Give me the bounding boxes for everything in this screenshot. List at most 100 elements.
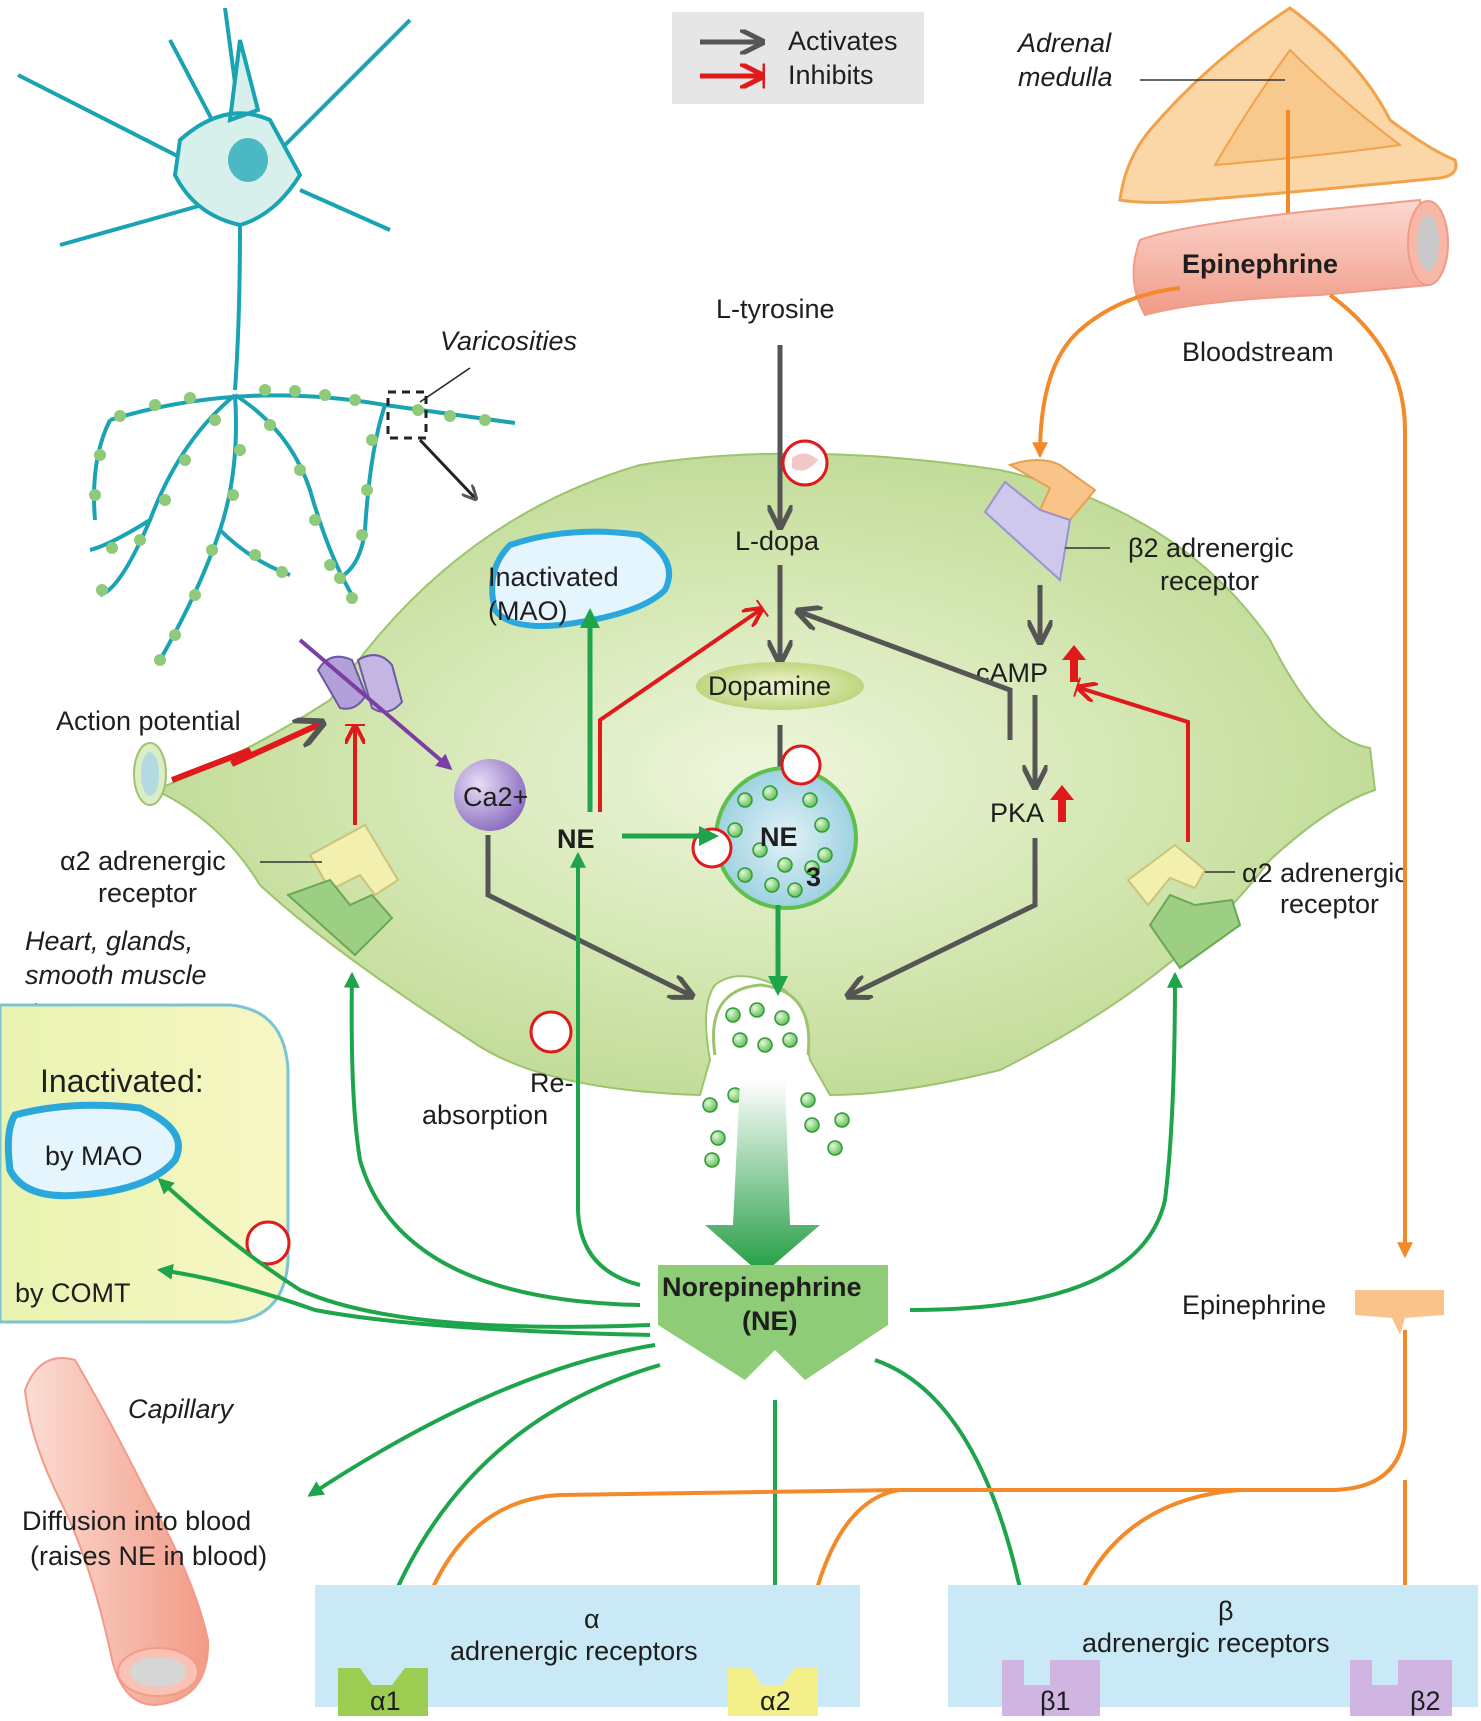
epi-main-distribution-line bbox=[900, 1330, 1407, 1492]
alpha-receptor-box: α adrenergic receptors α1 α2 bbox=[315, 1585, 860, 1716]
vesicle-number-label: 3 bbox=[806, 862, 821, 892]
release-arrow bbox=[705, 1080, 820, 1275]
adrenal-medulla-inner bbox=[1213, 48, 1403, 167]
calcium-influx-arrow bbox=[298, 638, 453, 771]
alpha2-right-lower bbox=[1148, 893, 1242, 970]
action-potential-arrow bbox=[170, 724, 320, 783]
adrenal-label-line2: medulla bbox=[1018, 62, 1113, 92]
alpha2-right-label-line2: receptor bbox=[1280, 889, 1379, 919]
alpha-box-label-line2: adrenergic receptors bbox=[450, 1636, 698, 1666]
neuron-cell-body bbox=[172, 39, 303, 228]
epinephrine-receptor-right: Epinephrine bbox=[1182, 1290, 1444, 1335]
ne-vesicle-label: NE bbox=[760, 822, 798, 852]
ne-to-comt-arrow bbox=[156, 1263, 651, 1337]
norepinephrine-label-line1: Norepinephrine bbox=[662, 1272, 862, 1302]
calcium-label: Ca2+ bbox=[463, 782, 528, 812]
by-comt-label: by COMT bbox=[15, 1278, 131, 1308]
alpha2-left-lower bbox=[286, 878, 394, 957]
alpha2-left-label-line2: receptor bbox=[98, 878, 197, 908]
neuron-dendrites bbox=[17, 7, 412, 247]
effector-mitochondrion bbox=[4, 1101, 182, 1200]
alpha2-presynaptic-receptor-left: α2 adrenergic receptor bbox=[60, 728, 400, 957]
beta2-receptor-body bbox=[983, 480, 1072, 582]
diffusion-label-line2: (raises NE in blood) bbox=[30, 1541, 267, 1571]
bloodstream-vessel: Epinephrine Bloodstream bbox=[1132, 198, 1449, 367]
blood-vessel-lumen bbox=[1417, 215, 1439, 271]
action-potential-label: Action potential bbox=[56, 706, 241, 736]
mitochondrion-shape bbox=[489, 528, 672, 629]
vesicle: NE 3 bbox=[691, 744, 858, 910]
dopamine-oval bbox=[696, 662, 864, 710]
alpha2-receptor-icon bbox=[728, 1668, 818, 1716]
released-ne-granules bbox=[702, 1002, 850, 1168]
l-tyrosine-label: L-tyrosine bbox=[716, 294, 835, 324]
reuptake-inhibitor-icon bbox=[529, 1010, 573, 1054]
bloodstream-label: Bloodstream bbox=[1182, 337, 1334, 367]
inactivated-mao-line2: (MAO) bbox=[488, 596, 567, 626]
epi-blood-descending-arrow bbox=[1328, 293, 1413, 1259]
adrenal-medulla: Adrenal medulla bbox=[1016, 6, 1458, 239]
ne-to-alpha1-arrow bbox=[389, 1363, 661, 1603]
inhibitor-icon bbox=[781, 439, 829, 487]
legend-inhibits-label: Inhibits bbox=[788, 60, 874, 90]
varicosities-label: Varicosities bbox=[440, 326, 577, 356]
by-mao-label: by MAO bbox=[45, 1141, 143, 1171]
capillary: Capillary bbox=[23, 1357, 235, 1707]
ne-reabsorption-arrow bbox=[570, 851, 641, 1287]
beta2-receptor-label-line2: receptor bbox=[1160, 566, 1259, 596]
epinephrine-right-label: Epinephrine bbox=[1182, 1290, 1326, 1320]
norepinephrine-label-line2: (NE) bbox=[742, 1306, 798, 1336]
alpha1-receptor-icon bbox=[338, 1668, 428, 1716]
epinephrine-shape-right bbox=[1355, 1290, 1444, 1335]
ne-to-right-alpha2-arrow bbox=[909, 971, 1183, 1312]
ne-cytoplasm-label: NE bbox=[557, 824, 595, 854]
alpha2-presynaptic-receptor-right: α2 adrenergic receptor bbox=[1080, 688, 1408, 970]
beta1-label: β1 bbox=[1040, 1686, 1071, 1716]
vmat-inhibitor-icon bbox=[780, 744, 822, 786]
epinephrine-top-label: Epinephrine bbox=[1182, 249, 1338, 279]
heart-label-line2: smooth muscle bbox=[25, 960, 207, 990]
epi-to-beta2-presynaptic-arrow bbox=[1032, 286, 1181, 459]
exocytosis-site bbox=[702, 983, 850, 1275]
pka-up-arrow-icon bbox=[1050, 785, 1074, 822]
beta2-presynaptic-receptor: β2 adrenergic receptor bbox=[983, 459, 1294, 640]
varicosities-leader-line bbox=[419, 367, 471, 403]
varicosity-zoom-box bbox=[386, 390, 428, 440]
beta-receptor-box: β adrenergic receptors β1 β2 bbox=[948, 1585, 1478, 1716]
inactivated-box-label: Inactivated: bbox=[40, 1063, 204, 1099]
ne-to-left-alpha2-arrow bbox=[343, 971, 641, 1307]
ne-to-mao-effector-arrow bbox=[157, 1177, 651, 1329]
alpha2-left-label-line1: α2 adrenergic bbox=[60, 846, 226, 876]
legend: Activates Inhibits bbox=[672, 12, 924, 104]
reabsorption-line1: Re- bbox=[530, 1068, 574, 1098]
calcium-ion bbox=[454, 759, 526, 831]
adrenal-label-line1: Adrenal bbox=[1016, 28, 1112, 58]
diffusion-label-line1: Diffusion into blood bbox=[22, 1506, 251, 1536]
neuron-nucleus bbox=[228, 138, 268, 182]
alpha2-right-label-line1: α2 adrenergic bbox=[1242, 858, 1408, 888]
comt-inhibitor-icon bbox=[245, 1220, 291, 1266]
inhibitor-glyph bbox=[792, 453, 818, 471]
alpha2-label: α2 bbox=[760, 1686, 791, 1716]
alpha-box-label-line1: α bbox=[584, 1604, 600, 1634]
legend-box bbox=[672, 12, 924, 104]
capillary-lumen bbox=[130, 1657, 186, 1687]
vesicle-ne-granules bbox=[727, 785, 833, 898]
inactivated-mao-line1: Inactivated bbox=[488, 562, 619, 592]
alpha2-right-inhibits-camp-arrow bbox=[1080, 688, 1190, 842]
ne-to-blood-arrow bbox=[307, 1343, 656, 1497]
alpha1-label: α1 bbox=[370, 1686, 401, 1716]
beta-box-label-line2: adrenergic receptors bbox=[1082, 1628, 1330, 1658]
capillary-shape bbox=[23, 1357, 210, 1707]
camp-up-arrow-icon bbox=[1062, 645, 1086, 682]
legend-activates-label: Activates bbox=[788, 26, 898, 56]
pka-activates-release-arrow bbox=[850, 838, 1038, 995]
beta2-label: β2 bbox=[1410, 1686, 1441, 1716]
dopamine-label: Dopamine bbox=[708, 671, 831, 701]
norepinephrine-shape bbox=[658, 1265, 888, 1380]
beta2-receptor-label-line1: β2 adrenergic bbox=[1128, 533, 1294, 563]
heart-label-line1: Heart, glands, bbox=[25, 926, 193, 956]
reabsorption-line2: absorption bbox=[422, 1100, 548, 1130]
